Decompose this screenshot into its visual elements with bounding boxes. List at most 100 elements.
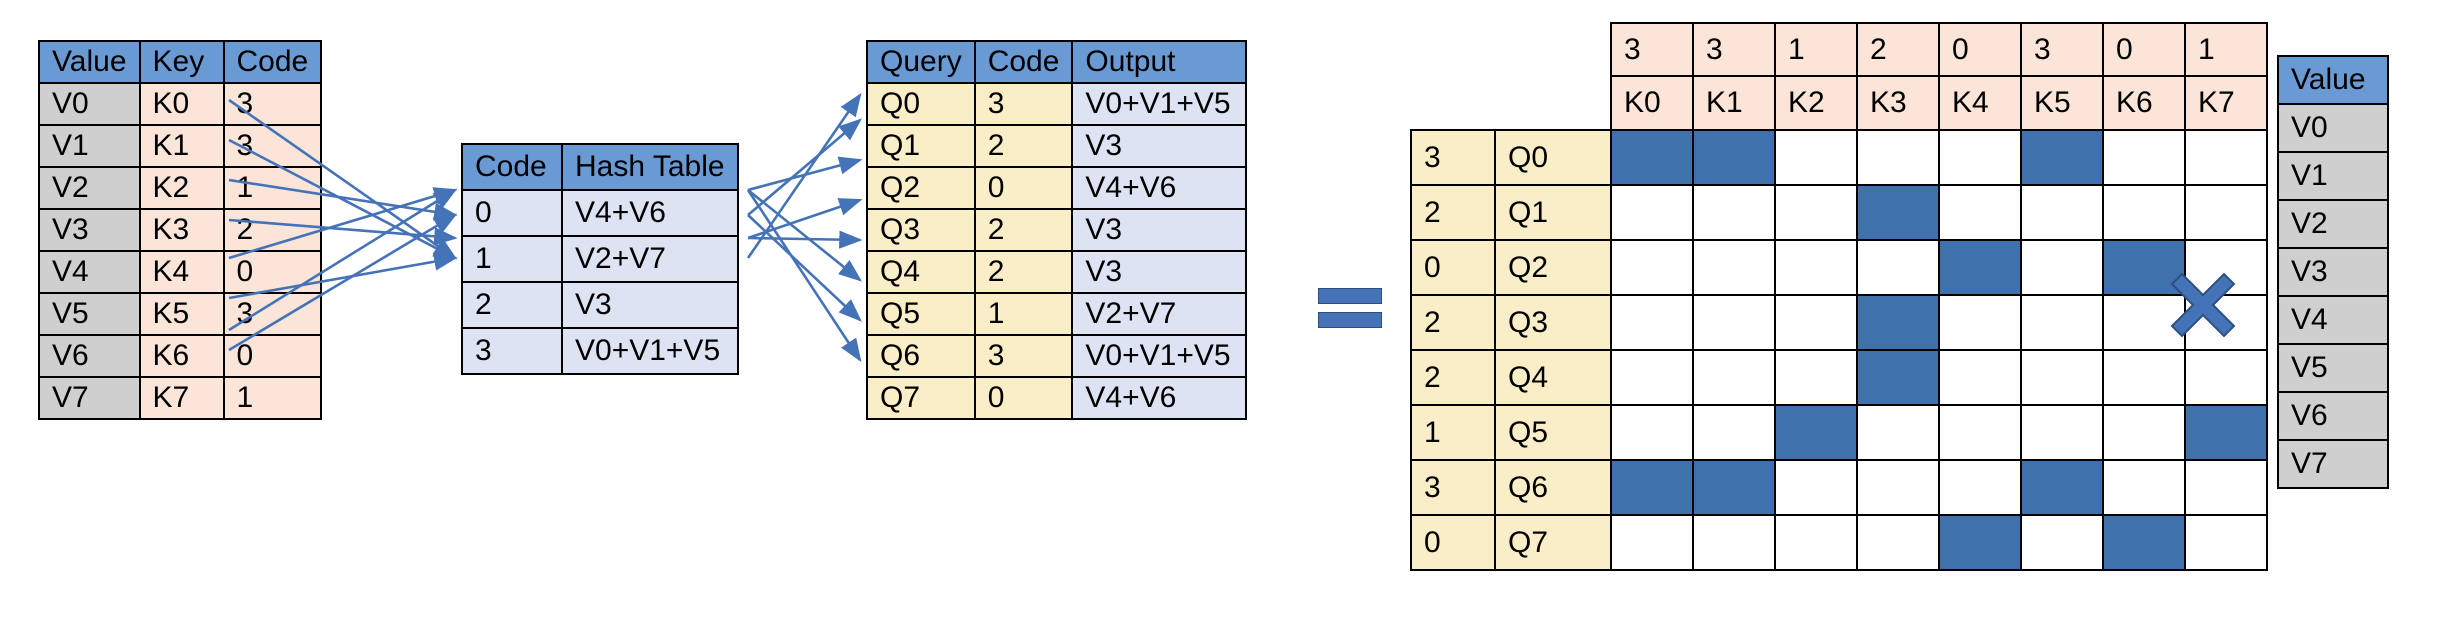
equals-bar-top [1318, 288, 1382, 304]
column-header-output: Output [1071, 40, 1248, 84]
cell-code: 2 [973, 124, 1074, 168]
column-header-hash-table: Hash Table [561, 143, 739, 191]
cell-key: K0 [138, 82, 225, 126]
cell-code: 3 [222, 82, 323, 126]
cell-value: V2 [38, 166, 141, 210]
matrix-cell-6-7 [2184, 459, 2268, 516]
matrix-cell-4-6 [2102, 349, 2186, 406]
column-code-header-7: 1 [2184, 22, 2268, 77]
cell-code: 3 [973, 82, 1074, 126]
matrix-cell-5-2 [1774, 404, 1858, 461]
cell-code: 0 [461, 189, 563, 237]
cell-code: 0 [222, 250, 323, 294]
matrix-cell-2-3 [1856, 239, 1940, 296]
matrix-cell-2-5 [2020, 239, 2104, 296]
row-query-header-7: Q7 [1494, 514, 1612, 571]
matrix-cell-5-6 [2102, 404, 2186, 461]
column-code-header-5: 3 [2020, 22, 2104, 77]
cell-value: V5 [2277, 343, 2389, 393]
matrix-cell-1-5 [2020, 184, 2104, 241]
cell-code: 1 [461, 235, 563, 283]
cell-query: Q0 [866, 82, 976, 126]
cell-code: 0 [973, 376, 1074, 420]
cell-code: 3 [973, 334, 1074, 378]
cell-code: 3 [222, 292, 323, 336]
table-header-row: Code Hash Table [461, 143, 739, 191]
matrix-cell-5-4 [1938, 404, 2022, 461]
row-code-header-4: 2 [1410, 349, 1496, 406]
table-row: Q7 0 V4+V6 [866, 376, 1248, 420]
matrix-cell-4-1 [1692, 349, 1776, 406]
matrix-cell-1-3 [1856, 184, 1940, 241]
column-header-query: Query [866, 40, 976, 84]
row-query-header-0: Q0 [1494, 129, 1612, 186]
column-key-header-7: K7 [2184, 75, 2268, 131]
matrix-cell-4-0 [1610, 349, 1694, 406]
matrix-cell-5-7 [2184, 404, 2268, 461]
matrix-cell-0-4 [1938, 129, 2022, 186]
cell-key: K2 [138, 166, 225, 210]
table-row: V6 [2277, 391, 2389, 441]
cell-output: V0+V1+V5 [1071, 82, 1248, 126]
cell-code: 2 [973, 208, 1074, 252]
column-code-header-2: 1 [1774, 22, 1858, 77]
matrix-cell-0-5 [2020, 129, 2104, 186]
row-query-header-3: Q3 [1494, 294, 1612, 351]
matrix-cell-6-6 [2102, 459, 2186, 516]
matrix-cell-6-0 [1610, 459, 1694, 516]
table-row: V4 [2277, 295, 2389, 345]
cell-query: Q5 [866, 292, 976, 336]
column-key-header-3: K3 [1856, 75, 1940, 131]
matrix-cell-4-5 [2020, 349, 2104, 406]
column-header-code: Code [973, 40, 1074, 84]
cell-output: V3 [1071, 250, 1248, 294]
cell-value: V7 [38, 376, 141, 420]
column-key-header-2: K2 [1774, 75, 1858, 131]
matrix-cell-3-1 [1692, 294, 1776, 351]
table-row: V5 K5 3 [38, 292, 323, 336]
column-key-header-6: K6 [2102, 75, 2186, 131]
cell-code: 0 [973, 166, 1074, 210]
cell-query: Q1 [866, 124, 976, 168]
column-code-header-6: 0 [2102, 22, 2186, 77]
matrix-cell-5-3 [1856, 404, 1940, 461]
multiply-operator-icon [2168, 270, 2238, 340]
matrix-cell-4-4 [1938, 349, 2022, 406]
cell-code: 3 [222, 124, 323, 168]
matrix-cell-7-7 [2184, 514, 2268, 571]
table-row: V1 [2277, 151, 2389, 201]
cell-query: Q7 [866, 376, 976, 420]
matrix-cell-1-1 [1692, 184, 1776, 241]
row-query-header-4: Q4 [1494, 349, 1612, 406]
table-row: V5 [2277, 343, 2389, 393]
matrix-cell-4-3 [1856, 349, 1940, 406]
cell-value: V4 [38, 250, 141, 294]
matrix-cell-3-3 [1856, 294, 1940, 351]
cell-key: K7 [138, 376, 225, 420]
table-header-row: Value [2277, 55, 2389, 105]
table-row: V6 K6 0 [38, 334, 323, 378]
matrix-cell-7-4 [1938, 514, 2022, 571]
column-code-header-3: 2 [1856, 22, 1940, 77]
cell-bucket: V3 [561, 281, 739, 329]
matrix-cell-5-0 [1610, 404, 1694, 461]
cell-code: 1 [222, 166, 323, 210]
matrix-cell-6-4 [1938, 459, 2022, 516]
spacer-cell [1495, 76, 1611, 130]
table-row: Q1 2 V3 [866, 124, 1248, 168]
matrix-cell-6-5 [2020, 459, 2104, 516]
matrix-cell-1-2 [1774, 184, 1858, 241]
spacer-cell [1495, 23, 1611, 76]
cell-output: V3 [1071, 208, 1248, 252]
cell-output: V4+V6 [1071, 166, 1248, 210]
matrix-cell-6-3 [1856, 459, 1940, 516]
row-code-header-3: 2 [1410, 294, 1496, 351]
matrix-cell-0-7 [2184, 129, 2268, 186]
matrix-cell-6-1 [1692, 459, 1776, 516]
column-key-header-0: K0 [1610, 75, 1694, 131]
